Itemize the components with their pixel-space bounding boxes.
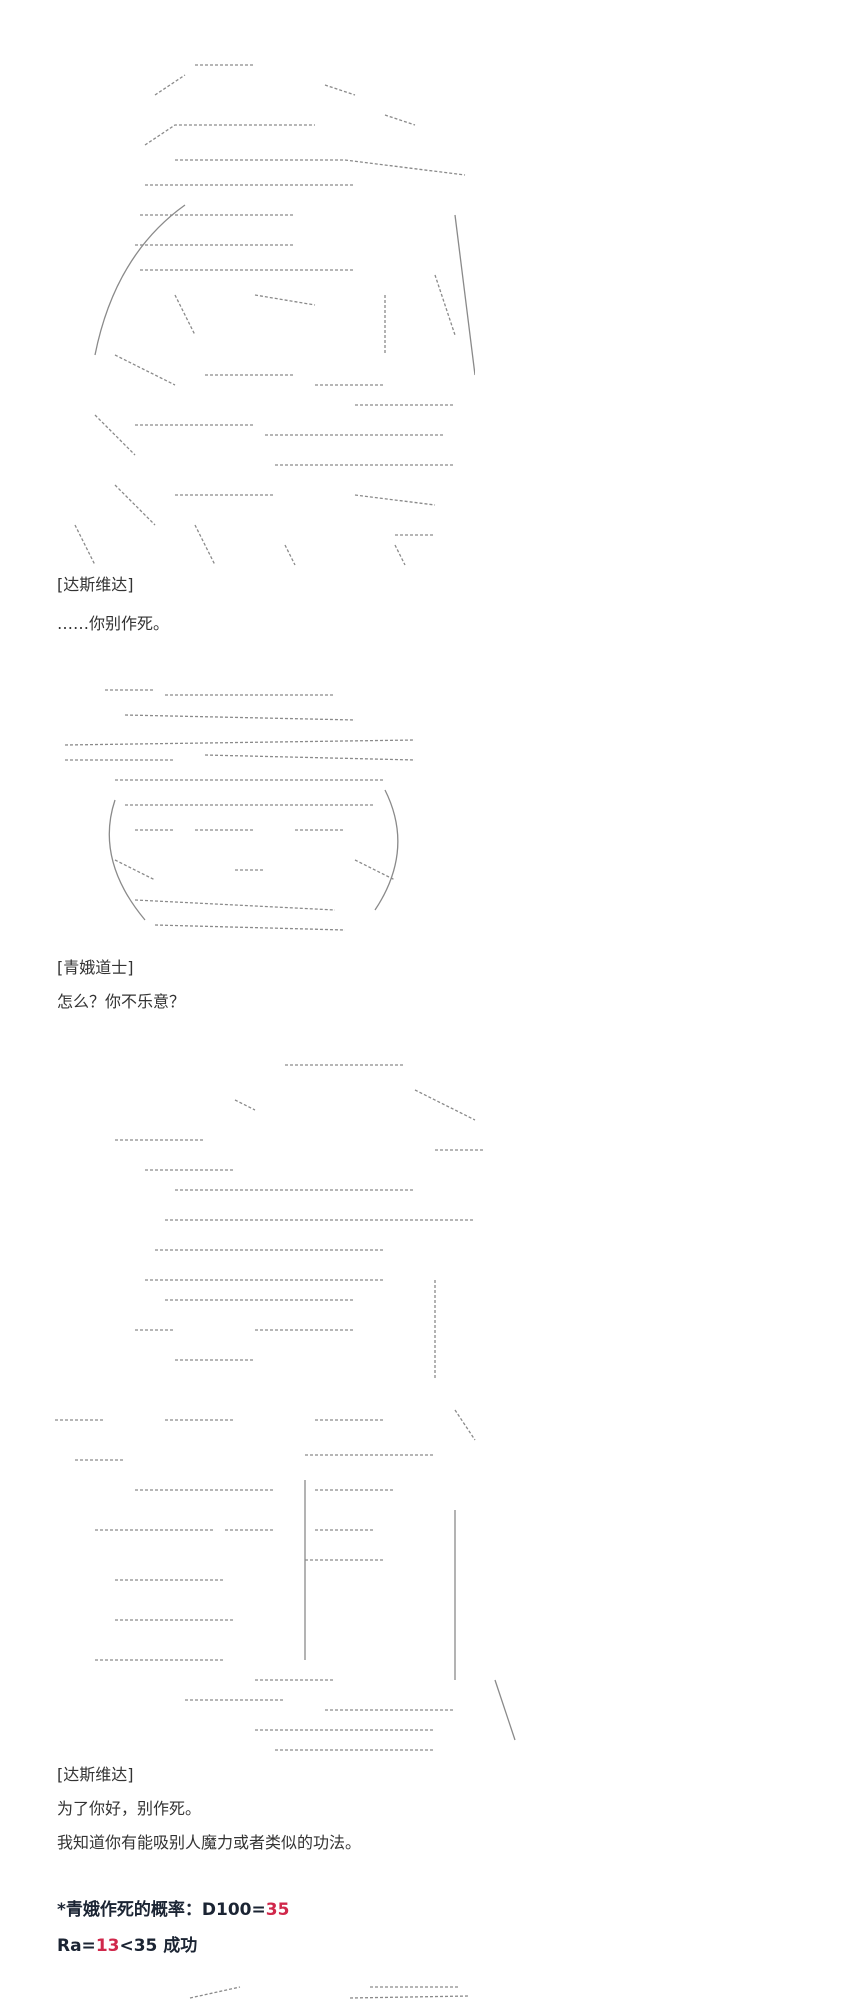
ascii-art-seiga <box>55 680 435 940</box>
ra-result: <35 成功 <box>119 1936 198 1956</box>
ra-label: Ra= <box>57 1936 96 1956</box>
dialogue-line: ……你别作死。 <box>57 614 170 633</box>
speaker-label: [达斯维达] <box>57 575 134 594</box>
dialogue-line: 为了你好，别作死。 <box>57 1799 202 1818</box>
ascii-art-darth-vader-1 <box>55 55 475 575</box>
dialogue-line: 我知道你有能吸别人魔力或者类似的功法。 <box>57 1833 362 1852</box>
roll-result-line: Ra=13<35 成功 <box>57 1935 197 1957</box>
ra-value: 13 <box>95 1936 120 1956</box>
roll-target: 35 <box>265 1900 290 1920</box>
roll-prefix: *青娥作死的概率：D100= <box>57 1900 266 1920</box>
ascii-art-darth-vader-2 <box>55 1060 535 1760</box>
dialogue-line: 怎么？你不乐意？ <box>57 992 186 1011</box>
ascii-art-partial <box>180 1982 480 2000</box>
speaker-label: [青娥道士] <box>57 958 134 977</box>
dice-roll-line: *青娥作死的概率：D100=35 <box>57 1899 289 1921</box>
speaker-label: [达斯维达] <box>57 1765 134 1784</box>
